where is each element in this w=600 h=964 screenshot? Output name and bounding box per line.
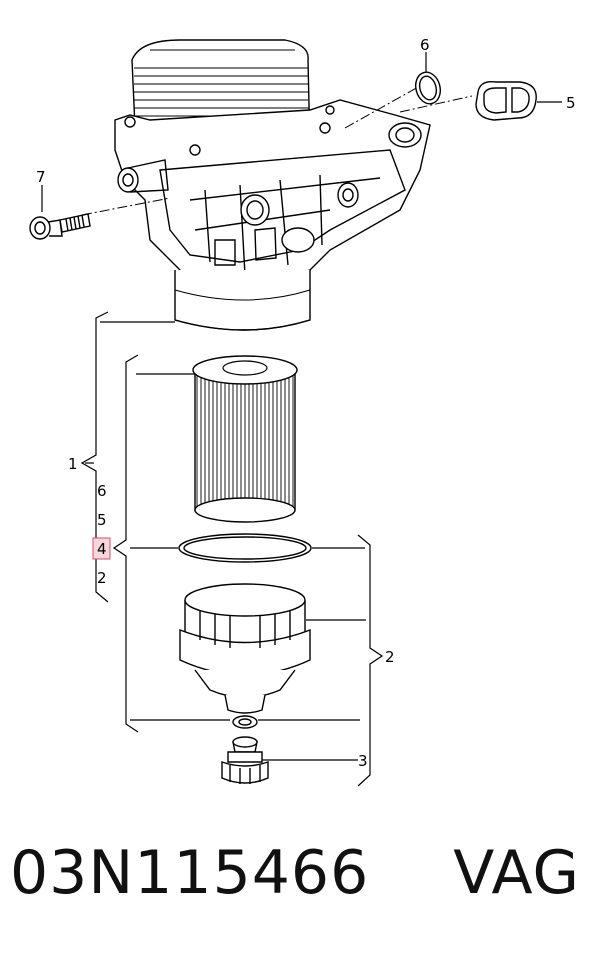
oil-filter-housing xyxy=(114,39,431,331)
callout-7: 7 xyxy=(36,168,46,186)
callout-3: 3 xyxy=(358,752,368,770)
exploded-parts-diagram: 6 5 7 1 6 5 4 2 2 3 xyxy=(29,36,576,787)
callout-5-top: 5 xyxy=(566,94,576,112)
seal-ring-part-6 xyxy=(414,71,442,105)
sub-label-2: 2 xyxy=(97,569,107,587)
o-ring-part-4 xyxy=(178,533,312,563)
filter-element xyxy=(192,355,298,523)
callout-6-top: 6 xyxy=(420,36,430,54)
callout-2: 2 xyxy=(385,648,395,666)
seal-part-5 xyxy=(475,81,537,121)
bolt-part-7 xyxy=(29,213,91,240)
brand-name: VAG xyxy=(453,838,580,908)
bracket-lines xyxy=(41,52,562,787)
filter-cap-part-2 xyxy=(179,583,311,729)
axis-lines xyxy=(81,85,473,216)
footer: 03N115466 VAG xyxy=(0,838,600,948)
part-number: 03N115466 xyxy=(10,838,370,908)
sub-label-5: 5 xyxy=(97,511,107,529)
highlight-box xyxy=(92,537,111,560)
drain-plug-part-3 xyxy=(221,736,269,784)
sub-label-6: 6 xyxy=(97,482,107,500)
callout-1: 1 xyxy=(68,455,78,473)
sub-label-4: 4 xyxy=(97,540,107,558)
